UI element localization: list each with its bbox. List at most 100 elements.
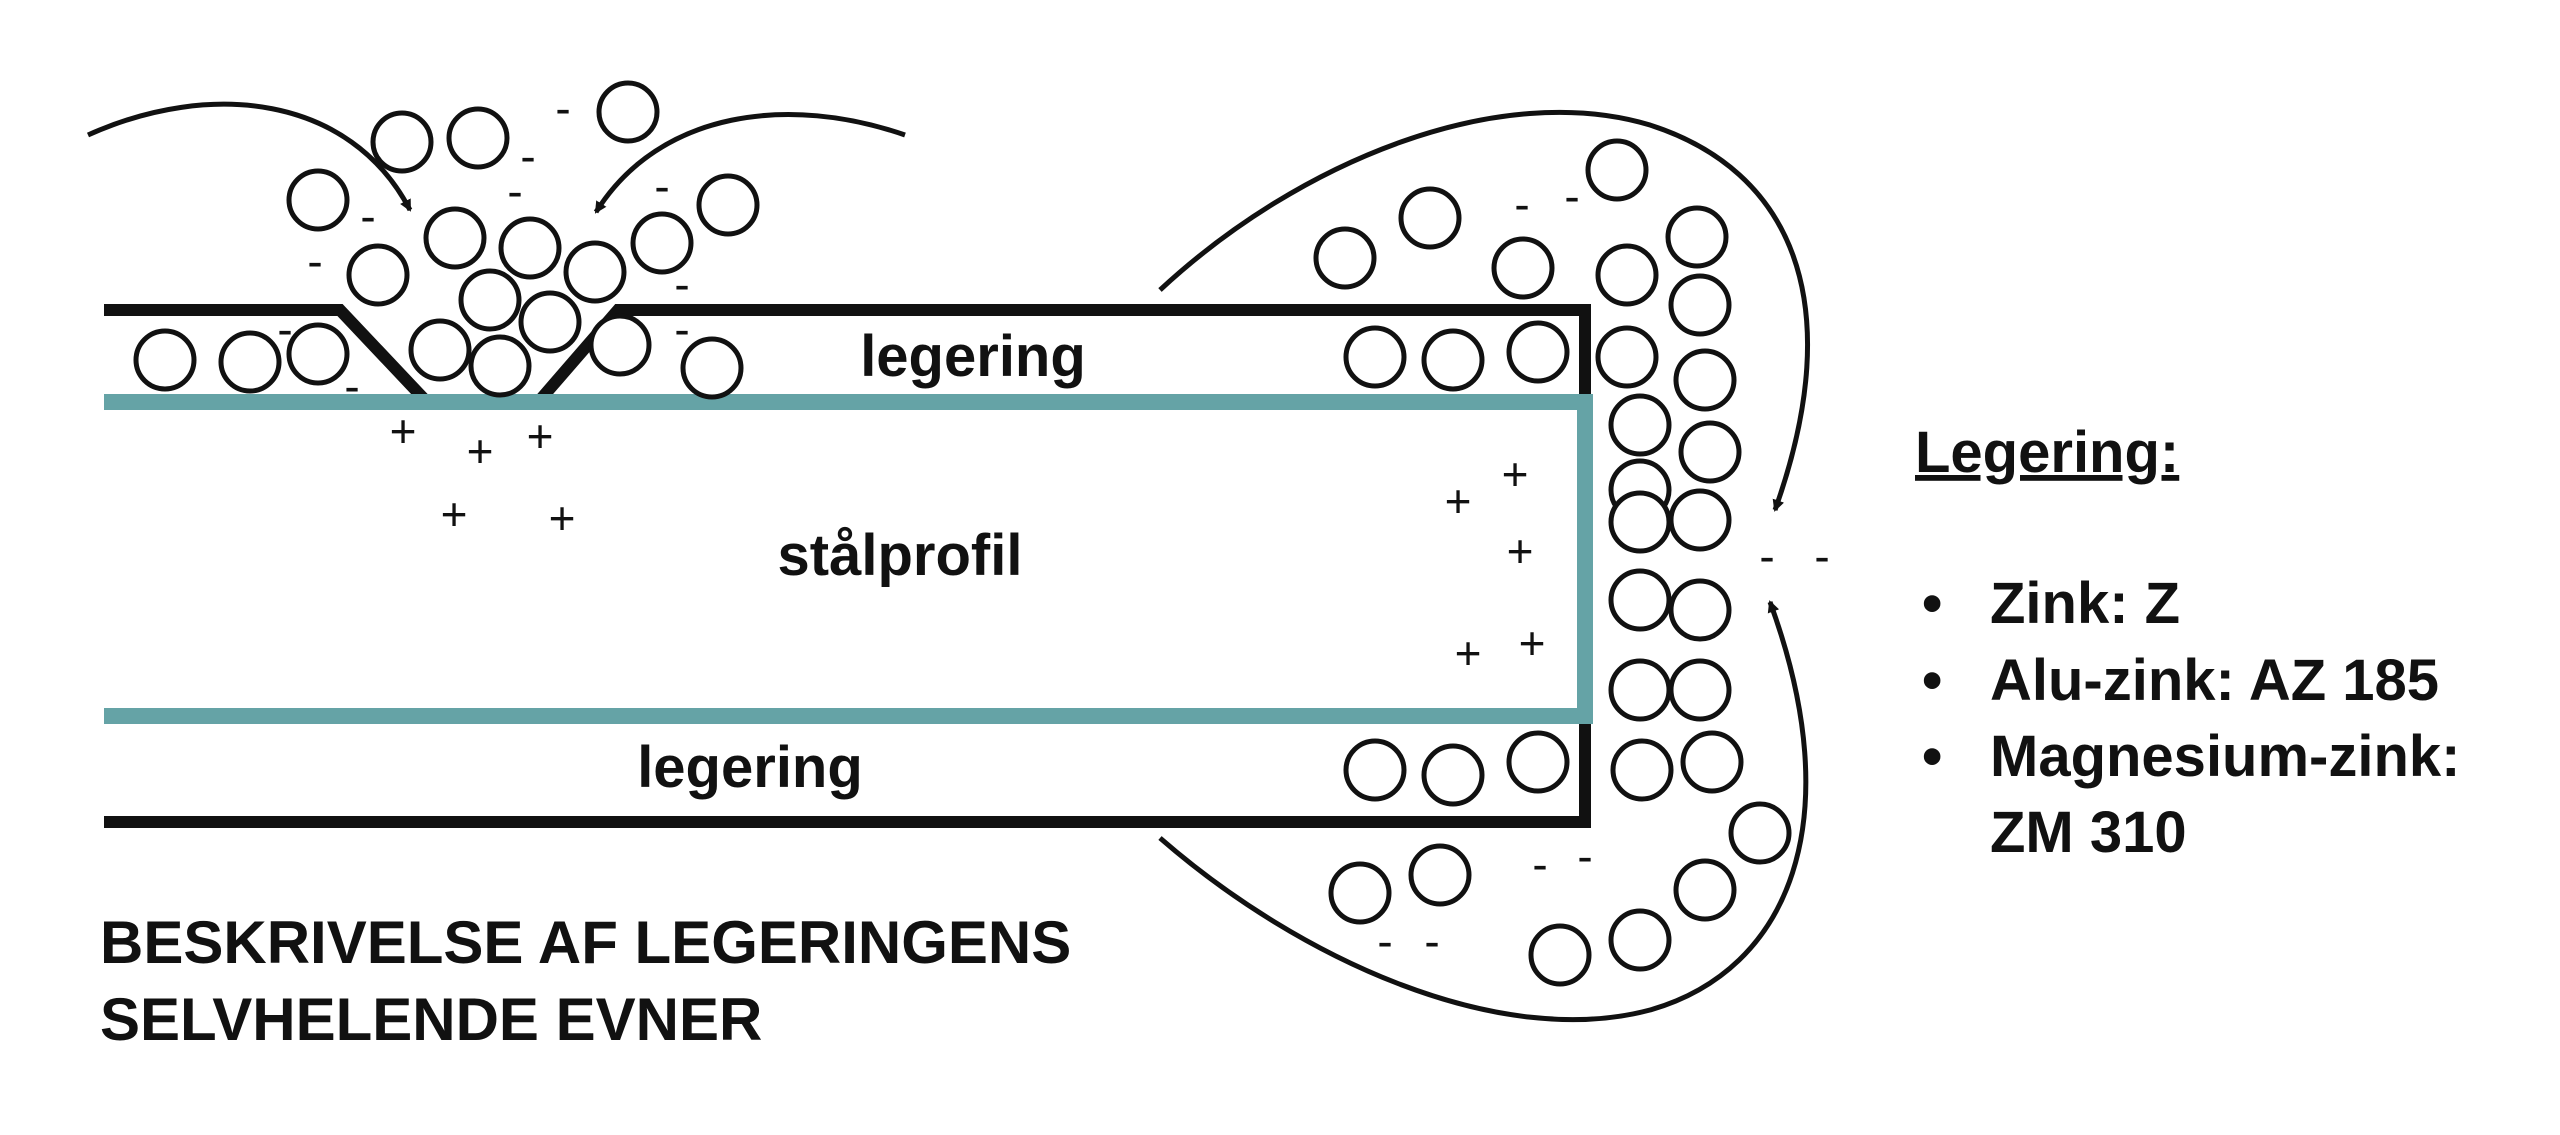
zinc-particle <box>1678 420 1742 484</box>
zinc-particle <box>286 168 350 232</box>
charge-signs: ------------------++++++++++ <box>277 82 1829 967</box>
bottom-coating-label: legering <box>637 735 863 800</box>
zinc-particle <box>1398 186 1462 250</box>
zinc-particle <box>1673 348 1737 412</box>
negative-charge-sign: - <box>1814 530 1829 582</box>
legend-bullet: • <box>1922 648 1942 713</box>
arrow-right-incoming <box>593 112 906 214</box>
zinc-particle <box>1506 320 1570 384</box>
diagram-title-line1: BESKRIVELSE AF LEGERINGENS <box>100 909 1071 976</box>
positive-charge-sign: + <box>441 488 468 540</box>
positive-charge-sign: + <box>1502 448 1529 500</box>
zinc-particle <box>1595 325 1659 389</box>
legend-item-alu-zink: Alu-zink: AZ 185 <box>1990 648 2439 713</box>
zinc-particle <box>370 110 434 174</box>
negative-charge-sign: - <box>1532 838 1547 890</box>
negative-charge-sign: - <box>674 303 689 355</box>
negative-charge-sign: - <box>307 235 322 287</box>
zinc-particle <box>1668 488 1732 552</box>
zinc-particle <box>1610 738 1674 802</box>
zinc-particle <box>458 268 522 332</box>
legend-bullet: • <box>1922 724 1942 789</box>
negative-charge-sign: - <box>1377 915 1392 967</box>
negative-charge-sign: - <box>1759 530 1774 582</box>
legend-bullet: • <box>1922 571 1942 636</box>
zinc-particle <box>696 173 760 237</box>
arrow-top-curve <box>1158 109 1811 512</box>
negative-charge-sign: - <box>1564 170 1579 222</box>
zinc-particle <box>1668 658 1732 722</box>
negative-charge-sign: - <box>520 130 535 182</box>
zinc-particle <box>133 328 197 392</box>
positive-charge-sign: + <box>549 492 576 544</box>
zinc-particle <box>1608 908 1672 972</box>
zinc-particle <box>408 318 472 382</box>
zinc-particle <box>1608 393 1672 457</box>
arrow-bottom-curve <box>1158 600 1809 1023</box>
positive-charge-sign: + <box>1519 617 1546 669</box>
zinc-particle <box>1343 738 1407 802</box>
zinc-particle <box>563 240 627 304</box>
negative-charge-sign: - <box>344 360 359 412</box>
zinc-particle <box>1528 923 1592 987</box>
negative-charge-sign: - <box>1424 915 1439 967</box>
legend-item-zink: Zink: Z <box>1990 571 2180 636</box>
zinc-particle <box>1608 490 1672 554</box>
zinc-particle <box>588 313 652 377</box>
zinc-particle <box>1491 236 1555 300</box>
zinc-particle <box>1668 578 1732 642</box>
zinc-particle <box>1421 743 1485 807</box>
zinc-particle <box>680 336 744 400</box>
negative-charge-sign: - <box>654 160 669 212</box>
positive-charge-sign: + <box>527 410 554 462</box>
zinc-particle <box>1665 205 1729 269</box>
zinc-particle <box>1328 861 1392 925</box>
zinc-particle <box>1608 658 1672 722</box>
top-coating-label: legering <box>860 324 1086 389</box>
zinc-particle <box>1408 843 1472 907</box>
zinc-particle <box>218 330 282 394</box>
negative-charge-sign: - <box>555 82 570 134</box>
arrow-left-incoming <box>86 101 413 212</box>
zinc-particle <box>286 322 350 386</box>
legend-item-magnesium-zink: Magnesium-zink: <box>1990 724 2461 789</box>
zinc-particle <box>518 290 582 354</box>
zinc-particle <box>1728 801 1792 865</box>
steel-profile-outline <box>104 394 1593 724</box>
zinc-particle <box>1608 568 1672 632</box>
positive-charge-sign: + <box>467 425 494 477</box>
negative-charge-sign: - <box>1577 830 1592 882</box>
legend-item-magnesium-zink-cont: ZM 310 <box>1990 800 2187 865</box>
zinc-particle <box>1595 243 1659 307</box>
zinc-particle <box>1673 858 1737 922</box>
zinc-particle <box>423 206 487 270</box>
zinc-particle <box>1343 325 1407 389</box>
negative-charge-sign: - <box>507 165 522 217</box>
zinc-particle <box>1313 226 1377 290</box>
zinc-particle <box>1680 730 1744 794</box>
negative-charge-sign: - <box>277 303 292 355</box>
zinc-particle <box>630 211 694 275</box>
zinc-particle <box>346 243 410 307</box>
zinc-particle <box>596 80 660 144</box>
positive-charge-sign: + <box>1455 627 1482 679</box>
negative-charge-sign: - <box>674 258 689 310</box>
positive-charge-sign: + <box>1507 525 1534 577</box>
zinc-particles <box>133 80 1792 987</box>
diagram-title-line2: SELVHELENDE EVNER <box>100 986 762 1053</box>
steel-profile-label: stålprofil <box>778 523 1023 588</box>
zinc-particle <box>446 106 510 170</box>
zinc-particle <box>1506 730 1570 794</box>
positive-charge-sign: + <box>390 405 417 457</box>
legend: Legering: • Zink: Z • Alu-zink: AZ 185 •… <box>1915 420 2461 865</box>
legend-heading: Legering: <box>1915 420 2179 485</box>
zinc-particle <box>498 216 562 280</box>
zinc-particle <box>468 334 532 398</box>
positive-charge-sign: + <box>1445 475 1472 527</box>
negative-charge-sign: - <box>360 190 375 242</box>
zinc-particle <box>1421 328 1485 392</box>
negative-charge-sign: - <box>1514 178 1529 230</box>
zinc-particle <box>1585 138 1649 202</box>
